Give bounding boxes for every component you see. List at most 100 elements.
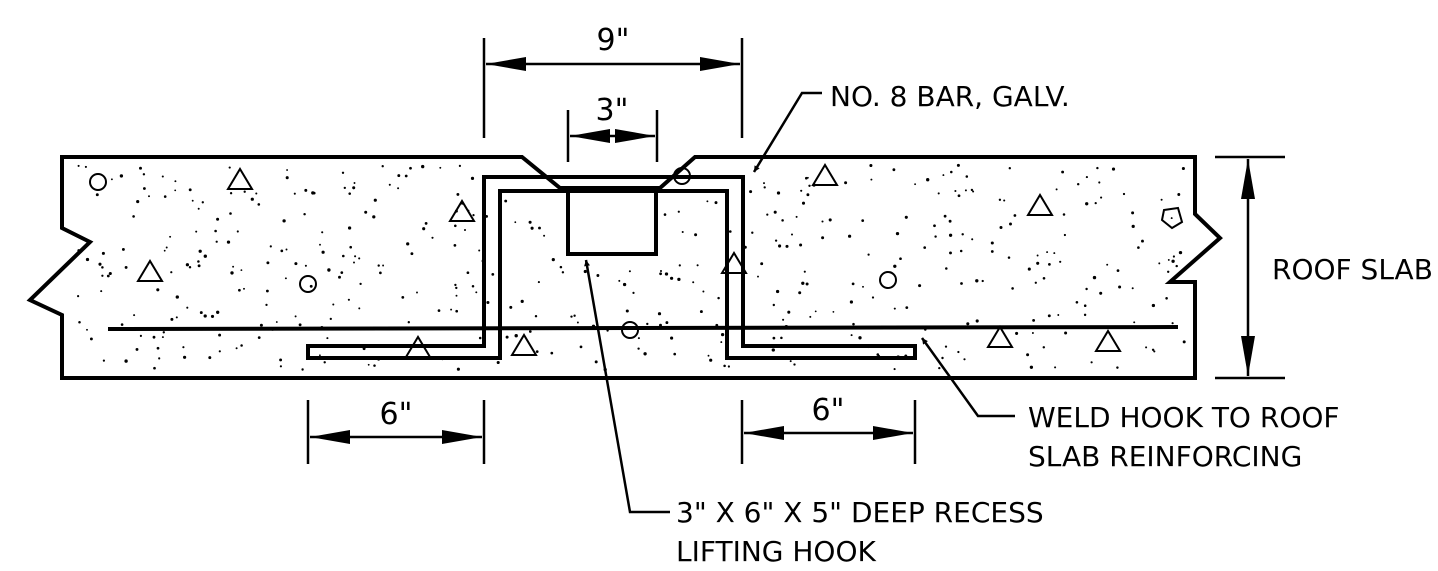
aggregate-dot <box>893 368 896 371</box>
aggregate-dot <box>431 236 434 239</box>
aggregate-dot <box>934 235 937 238</box>
aggregate-dot <box>1158 262 1161 265</box>
aggregate-dot <box>456 367 460 371</box>
aggregate-dot <box>195 230 198 233</box>
aggregate-dot <box>970 188 974 192</box>
aggregate-dot <box>230 271 234 275</box>
leader-recess <box>584 259 670 514</box>
aggregate-dot <box>257 336 261 339</box>
aggregate-dot <box>156 346 160 350</box>
aggregate-stone <box>404 335 432 358</box>
aggregate-dot <box>892 168 896 172</box>
aggregate-dot <box>665 321 669 325</box>
aggregate-dot <box>1011 287 1014 290</box>
aggregate-dot <box>805 176 808 180</box>
aggregate-dot <box>801 201 806 205</box>
aggregate-dot <box>349 245 353 249</box>
aggregate-dot <box>1029 365 1034 369</box>
aggregate-dot <box>321 231 324 234</box>
aggregate-dot <box>803 270 806 273</box>
aggregate-dot <box>1076 182 1080 186</box>
aggregate-dot <box>963 358 966 361</box>
aggregate-dot <box>799 243 803 247</box>
aggregate-dot <box>85 257 90 262</box>
aggregate-dot <box>514 221 517 224</box>
aggregate-dot <box>714 201 718 205</box>
aggregate-dot <box>139 334 142 337</box>
aggregate-dot <box>77 249 81 252</box>
aggregate-dot <box>119 174 124 178</box>
aggregate-dot <box>573 314 576 317</box>
aggregate-dot <box>991 325 994 328</box>
aggregate-stone <box>1026 193 1054 216</box>
aggregate-dot <box>163 195 167 198</box>
aggregate-dot <box>999 225 1003 230</box>
aggregate-dot <box>158 357 161 360</box>
aggregate-dot <box>341 254 345 258</box>
aggregate-dot <box>424 222 428 225</box>
aggregate-dot <box>971 238 974 241</box>
aggregate-dot <box>285 176 289 180</box>
aggregate-dot <box>397 174 401 178</box>
aggregate-dot <box>319 354 321 357</box>
aggregate-dot <box>591 324 596 328</box>
aggregate-dot <box>309 284 313 288</box>
aggregate-dot <box>382 264 385 267</box>
aggregate-stone <box>986 325 1014 348</box>
aggregate-dot <box>1036 254 1039 257</box>
aggregate-dot <box>373 198 377 202</box>
dimension-3in: 3" <box>566 93 659 162</box>
aggregate-dot <box>923 246 927 249</box>
aggregate-dot <box>1175 264 1178 268</box>
aggregate-dot <box>455 309 459 313</box>
aggregate-dot <box>255 192 258 195</box>
aggregate-dot <box>596 274 600 277</box>
aggregate-dot <box>1062 213 1066 216</box>
aggregate-dot <box>170 317 174 321</box>
aggregate-stone <box>1094 329 1122 352</box>
aggregate-dot <box>520 299 524 303</box>
aggregate-dot <box>153 366 156 370</box>
aggregate-dot <box>904 344 908 348</box>
aggregate-dot <box>362 347 366 351</box>
aggregate-dot <box>561 271 565 274</box>
aggregate-dot <box>458 164 462 168</box>
aggregate-dot <box>720 341 723 344</box>
aggregate-dot <box>214 229 217 233</box>
aggregate-dot <box>514 334 518 338</box>
aggregate-dot <box>749 190 753 194</box>
aggregate-dot <box>284 277 287 280</box>
aggregate-dot <box>948 219 952 223</box>
aggregate-dot <box>772 303 775 307</box>
aggregate-dot <box>165 246 168 249</box>
aggregate-dot <box>1145 346 1148 349</box>
aggregate-dot <box>950 170 953 174</box>
aggregate-dot <box>763 186 766 189</box>
aggregate-dot <box>381 165 384 168</box>
aggregate-dot <box>1059 260 1062 263</box>
aggregate-dot <box>509 305 513 309</box>
aggregate-dot <box>102 359 105 362</box>
aggregate-dot <box>124 359 128 363</box>
aggregate-dot <box>454 224 457 228</box>
aggregate-dot <box>1007 256 1011 259</box>
aggregate-dot <box>286 169 289 171</box>
aggregate-dot <box>570 315 573 318</box>
aggregate-dot <box>528 330 532 333</box>
roof-slab-label: ROOF SLAB <box>1272 253 1433 286</box>
aggregate-dot <box>372 215 376 219</box>
aggregate-stone <box>1160 206 1184 230</box>
aggregate-dot <box>942 174 945 177</box>
aggregate-dot <box>186 306 189 309</box>
aggregate-dot <box>895 231 900 236</box>
aggregate-dot <box>751 231 754 234</box>
aggregate-dot <box>844 181 848 185</box>
aggregate-dot <box>594 360 598 364</box>
aggregate-dot <box>1085 176 1088 179</box>
aggregate-dot <box>1122 192 1126 196</box>
aggregate-dot <box>321 250 325 254</box>
aggregate-dot <box>455 294 458 297</box>
aggregate-dot <box>341 171 345 174</box>
aggregate-dot <box>191 199 194 202</box>
aggregate-dot <box>583 269 587 274</box>
